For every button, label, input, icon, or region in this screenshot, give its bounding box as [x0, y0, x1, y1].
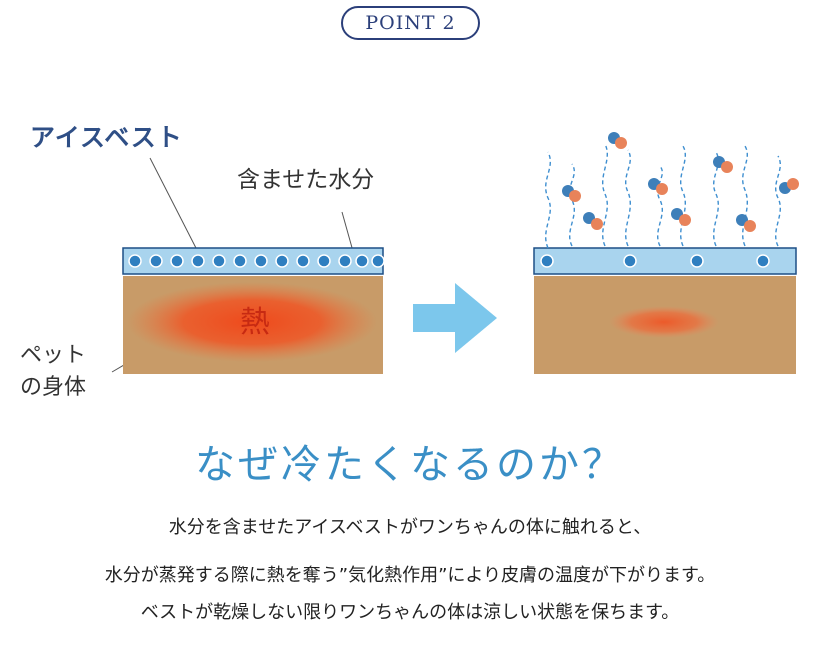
evaporation-lines [545, 143, 781, 249]
remaining-water-dots [540, 254, 770, 268]
cooling-diagram: 熱 [111, 132, 799, 374]
description-line-3: ベストが乾燥しない限りワンちゃんの体は涼しい状態を保ちます。 [140, 602, 680, 623]
description-line-2: 水分が蒸発する際に熱を奪う”気化熱作用”により皮膚の温度が下がります。 [104, 565, 716, 586]
pet-body-label: ペット の身体 [20, 340, 86, 404]
vapor-molecules [562, 132, 799, 232]
water-label: 含ませた水分 [237, 167, 375, 193]
transition-arrow [413, 283, 497, 353]
description-line-1: 水分を含ませたアイスベストがワンちゃんの体に触れると、 [168, 517, 652, 538]
vapor-molecule [671, 208, 691, 226]
vapor-molecule [608, 132, 627, 149]
water-dots [128, 254, 385, 268]
ice-vest-layer-dry [533, 247, 797, 275]
ice-vest-label: アイスベスト [30, 123, 183, 152]
vapor-molecule [562, 185, 581, 202]
vapor-molecule [648, 178, 668, 195]
left-panel: 熱 [122, 247, 385, 374]
vapor-molecule [779, 178, 799, 194]
vest-leader-line [149, 157, 198, 251]
vapor-molecule [583, 212, 603, 230]
heat-zone-reduced [609, 306, 719, 338]
main-heading: なぜ冷たくなるのか？ [195, 442, 625, 488]
vapor-molecule [713, 156, 733, 173]
heat-label: 熱 [240, 305, 270, 340]
point-badge: POINT 2 [341, 6, 480, 40]
vapor-molecule [736, 214, 756, 232]
pet-body-label-line1: ペット [20, 343, 87, 368]
heat-zone [127, 282, 377, 362]
pet-body-label-line2: の身体 [20, 375, 87, 400]
right-panel [533, 132, 799, 374]
